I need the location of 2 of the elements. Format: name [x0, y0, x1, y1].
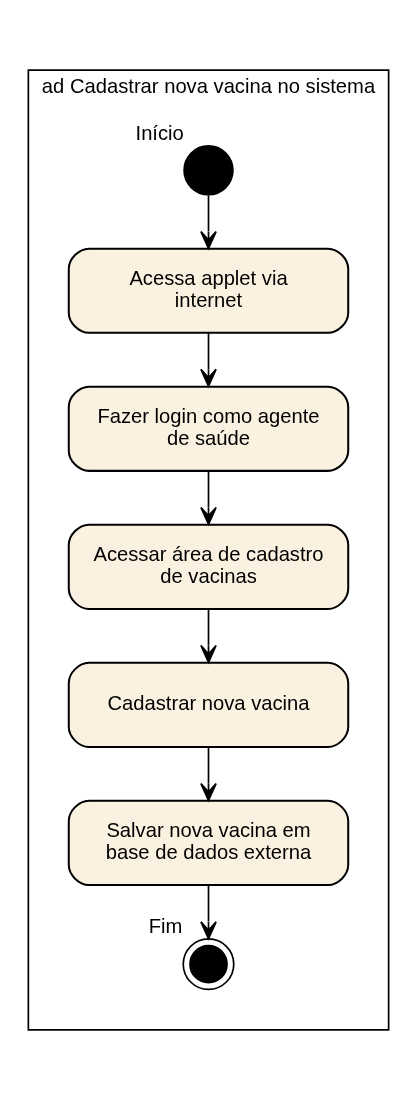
node-label: Fim	[148, 914, 183, 937]
node-label: Início	[135, 121, 184, 144]
